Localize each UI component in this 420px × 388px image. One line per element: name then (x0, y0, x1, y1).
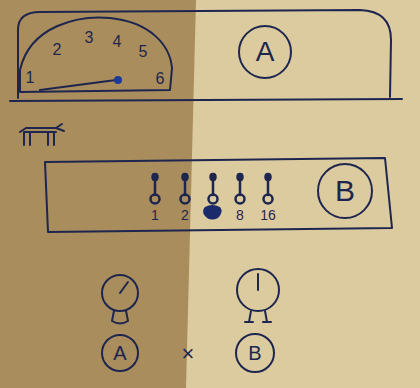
dial-number: 5 (139, 44, 148, 60)
letter-circle: A (238, 25, 292, 79)
letter-circle: B (317, 163, 373, 219)
multiply-sign: × (182, 343, 195, 365)
switch-number: 1 (151, 208, 159, 222)
dial-number: 6 (156, 71, 165, 87)
circle-letter: A (113, 343, 126, 363)
circle-letter: A (256, 38, 275, 66)
dial-number: 4 (113, 34, 122, 50)
letter-circle: A (101, 334, 139, 372)
letter-circle: B (235, 333, 275, 373)
dial-number: 2 (53, 42, 62, 58)
switch-number: 16 (260, 208, 276, 222)
circle-letter: B (248, 343, 261, 363)
switch-number: 8 (236, 208, 244, 222)
dial-number: 1 (26, 70, 35, 86)
circle-letter: B (335, 176, 355, 206)
dial-number: 3 (85, 30, 94, 46)
switch-number: 2 (181, 208, 189, 222)
